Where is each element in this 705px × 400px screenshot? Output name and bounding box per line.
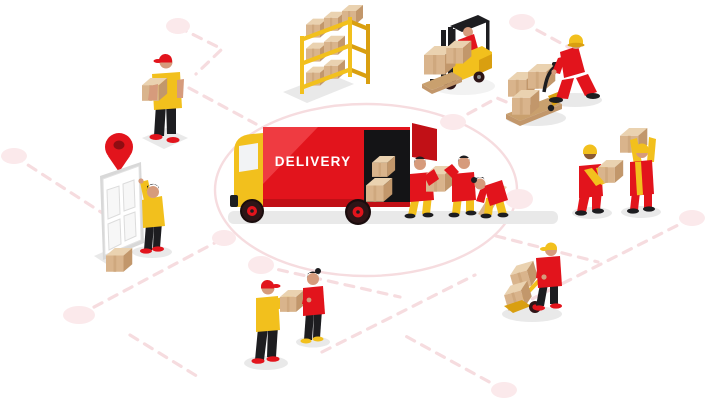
node-left-edge (1, 148, 27, 164)
loading-ground (228, 211, 558, 224)
loader-bending (471, 177, 509, 219)
front-wheel (240, 199, 264, 223)
forklift-pallet (422, 72, 462, 90)
loading-workers (404, 155, 509, 219)
hand-truck-base (504, 300, 531, 313)
driver-head (463, 27, 473, 37)
worker-torso (560, 46, 585, 78)
node-top-left (166, 18, 190, 34)
route-bottomleft-to-ring (77, 236, 226, 317)
route-top-left (176, 25, 225, 76)
package-handoff-couriers (244, 268, 330, 370)
worker-lifting-box (620, 128, 656, 214)
loader-right (444, 155, 477, 218)
hand-truck-worker (502, 242, 562, 322)
customer-receiving (300, 268, 325, 344)
delivery-truck: DELIVERY (230, 123, 437, 225)
hard-hat-icon (634, 143, 649, 153)
open-cargo-door (412, 123, 437, 161)
courier-holding-box (142, 53, 188, 149)
route-handoff-diagonal (320, 273, 477, 354)
location-pin-icon (105, 133, 133, 172)
node-ring-right (505, 189, 533, 209)
cap-icon (544, 242, 557, 250)
warehouse-shelf-rack (283, 5, 370, 103)
forklift (422, 15, 495, 95)
customer-head (307, 273, 319, 285)
node-ring-lower-left-2 (248, 256, 274, 274)
node-ring-lower-left-1 (212, 230, 236, 246)
courier-head (147, 186, 159, 198)
door-scene (94, 133, 172, 272)
rear-wheel (345, 199, 371, 225)
worker-arm-raised (647, 137, 656, 162)
hard-hat-icon (582, 144, 597, 154)
arm-holding-box (148, 84, 158, 100)
route-bottom-left-short (128, 333, 202, 380)
node-right-edge (679, 210, 705, 226)
worker-leg-back (576, 74, 597, 96)
hard-hat-icon (568, 34, 583, 44)
node-top-right (509, 14, 535, 30)
node-ring-top-right (440, 114, 466, 130)
courier-giving-box (251, 279, 296, 364)
route-courier-to-ring (187, 86, 258, 126)
cab-window (239, 143, 258, 172)
node-bottom-left (63, 306, 95, 324)
pallet-jack-worker (506, 34, 602, 126)
node-bottom-center (491, 382, 517, 398)
courier-torso (142, 196, 165, 228)
forklift-guard (450, 15, 490, 32)
truck-delivery-label: DELIVERY (275, 154, 352, 169)
worker-leg-front (556, 78, 574, 99)
route-left-to-door (12, 154, 106, 216)
shelf-shadow (283, 74, 354, 103)
cap-icon (260, 279, 274, 289)
route-nodes (1, 14, 705, 398)
worker-arm (552, 56, 566, 74)
box-carrying-workers (572, 128, 661, 219)
courier-knocking-door (138, 178, 165, 254)
worker-carrying-box (575, 144, 624, 216)
route-bottom-node (398, 331, 506, 392)
route-ring-to-center (260, 264, 402, 299)
